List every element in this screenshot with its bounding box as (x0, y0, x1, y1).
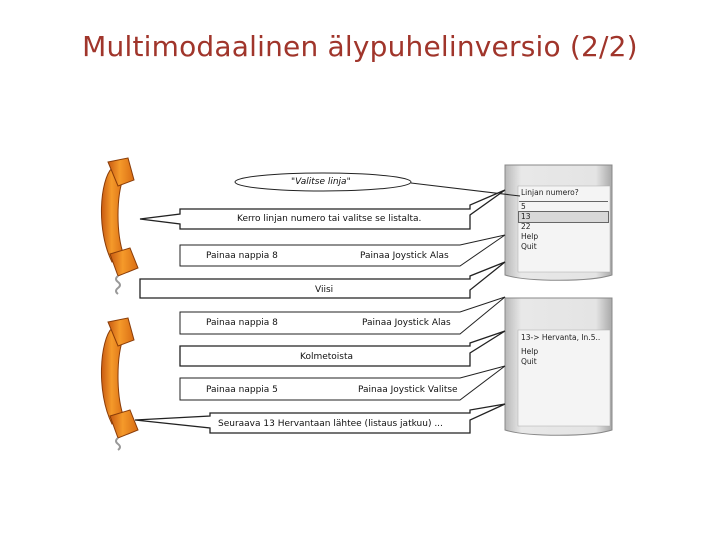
smartphone-icon (504, 164, 613, 281)
phone-list-item[interactable]: Quit (521, 357, 537, 366)
action-label: Painaa nappia 8 (206, 318, 278, 328)
system-bubble (139, 189, 506, 230)
system-bubble (134, 403, 506, 434)
system-bubble (179, 330, 506, 367)
speech-ellipse (234, 172, 412, 192)
action-label: Painaa Joystick Alas (362, 318, 451, 328)
system-prompt: Kerro linjan numero tai valitse se lista… (237, 214, 422, 224)
phone-list-item[interactable]: Quit (521, 242, 537, 251)
smartphone-icon (504, 297, 613, 436)
system-prompt: Seuraava 13 Hervantaan lähtee (listaus j… (218, 419, 443, 429)
phone-list-item[interactable]: 22 (521, 222, 531, 231)
action-box (179, 365, 506, 401)
action-label: Painaa Joystick Alas (360, 251, 449, 261)
user-utterance: "Valitse linja" (291, 177, 351, 187)
telephone-handset-icon (100, 317, 139, 451)
phone-list-item[interactable]: 13 (518, 211, 609, 223)
phone-list-item[interactable]: Help (521, 232, 539, 241)
action-box (179, 296, 506, 335)
system-prompt: Kolmetoista (300, 352, 354, 362)
action-box (179, 234, 506, 267)
system-bubble (139, 261, 506, 299)
connector-line (410, 182, 521, 197)
phone-list-item[interactable]: Help (521, 347, 539, 356)
phone-result: 13-> Hervanta, In.5.. (521, 333, 601, 342)
telephone-handset-icon (100, 157, 139, 295)
system-prompt: Viisi (315, 285, 334, 295)
action-label: Painaa nappia 5 (206, 385, 278, 395)
action-label: Painaa Joystick Valitse (358, 385, 458, 395)
phone-prompt: Linjan numero? (521, 188, 579, 197)
action-label: Painaa nappia 8 (206, 251, 278, 261)
page-title: Multimodaalinen älypuhelinversio (2/2) (82, 30, 638, 63)
phone-list-item[interactable]: 5 (521, 202, 526, 211)
